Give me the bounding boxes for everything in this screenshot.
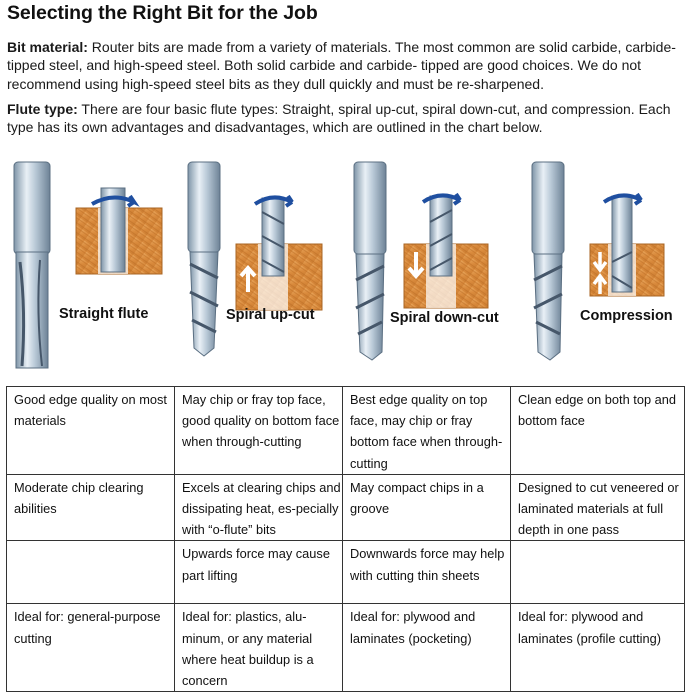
table-cell: Good edge quality on most materials — [6, 386, 175, 475]
table-cell: May compact chips in a groove — [342, 473, 511, 542]
flute-comparison-table: Good edge quality on most materials May … — [6, 386, 685, 692]
flute-type-paragraph: Flute type: There are four basic flute t… — [7, 100, 695, 137]
table-cell: Ideal for: plastics, alu-minum, or any m… — [174, 603, 343, 692]
table-cell: Moderate chip clearing abilities — [6, 473, 175, 542]
table-cell: Upwards force may cause part lifting — [174, 540, 343, 605]
flute-type-text: There are four basic flute types: Straig… — [7, 101, 671, 136]
flute-type-label: Flute type: — [7, 101, 78, 117]
table-row: Good edge quality on most materials May … — [6, 386, 685, 475]
table-cell: Downwards force may help with cutting th… — [342, 540, 511, 605]
router-bit-illustrations: Straight flute Spiral up-cut Spiral down… — [0, 152, 698, 374]
table-cell: Ideal for: plywood and laminates (profil… — [510, 603, 685, 692]
table-cell: Ideal for: plywood and laminates (pocket… — [342, 603, 511, 692]
bit-label-spiral-upcut: Spiral up-cut — [226, 307, 315, 323]
spiral-upcut-bit-icon — [187, 161, 323, 357]
table-cell: Clean edge on both top and bottom face — [510, 386, 685, 475]
table-row: Ideal for: general-purpose cutting Ideal… — [6, 603, 685, 692]
table-cell: Best edge quality on top face, may chip … — [342, 386, 511, 475]
table-cell — [510, 540, 685, 605]
bit-label-spiral-downcut: Spiral down-cut — [390, 310, 499, 326]
table-row: Upwards force may cause part lifting Dow… — [6, 540, 685, 605]
bit-material-text: Router bits are made from a variety of m… — [7, 39, 676, 92]
table-row: Moderate chip clearing abilities Excels … — [6, 473, 685, 542]
table-cell: Ideal for: general-purpose cutting — [6, 603, 175, 692]
table-cell — [6, 540, 175, 605]
bit-material-paragraph: Bit material: Router bits are made from … — [7, 38, 695, 93]
bit-label-compression: Compression — [580, 308, 673, 324]
compression-bit-icon — [531, 161, 665, 361]
bit-label-straight-flute: Straight flute — [59, 306, 149, 322]
straight-flute-bit-icon — [13, 161, 163, 369]
spiral-downcut-bit-icon — [353, 161, 489, 361]
table-cell: May chip or fray top face, good quality … — [174, 386, 343, 475]
table-cell: Excels at clearing chips and dissipating… — [174, 473, 343, 542]
page-title: Selecting the Right Bit for the Job — [7, 2, 318, 24]
bit-illustration-svg — [13, 161, 665, 369]
table-cell: Designed to cut veneered or laminated ma… — [510, 473, 685, 542]
bit-material-label: Bit material: — [7, 39, 88, 55]
